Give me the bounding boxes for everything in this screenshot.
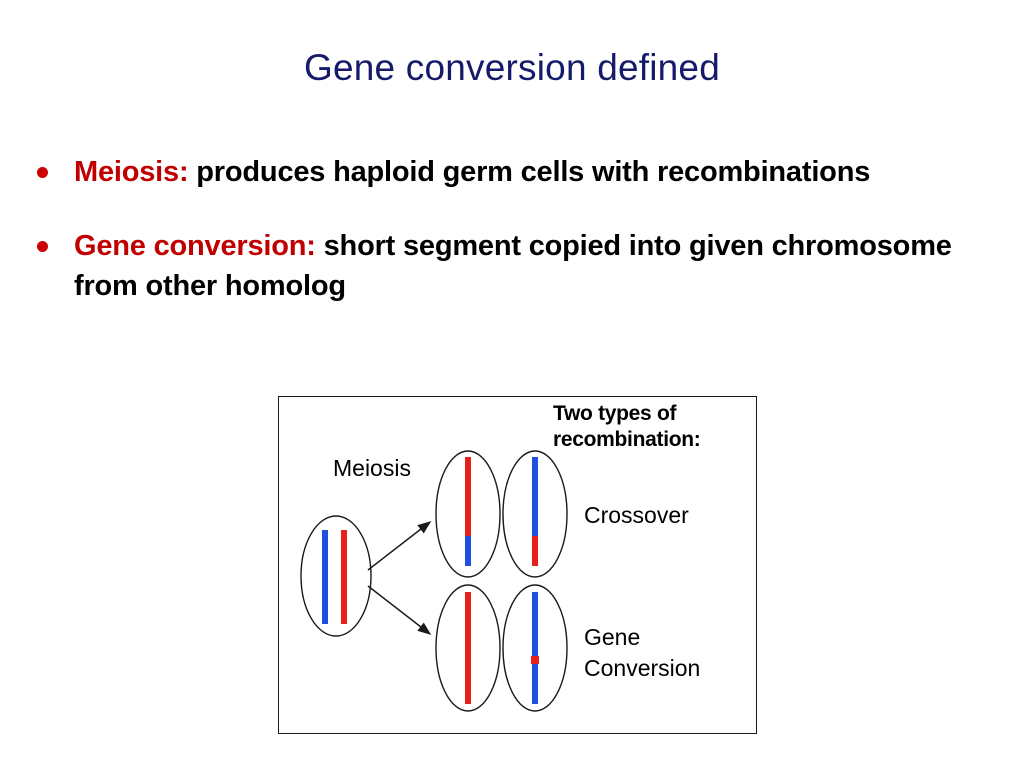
gene-conversion-cell-right <box>502 584 568 712</box>
bullet-item-meiosis: Meiosis: produces haploid germ cells wit… <box>28 152 978 192</box>
cell-outline <box>300 515 372 637</box>
arrow-to-gene-conversion <box>367 585 432 635</box>
round-bullet-icon <box>37 167 48 178</box>
chromosome-blue <box>322 530 328 624</box>
bullet-lead-meiosis: Meiosis: <box>74 156 189 188</box>
chromosome-segment-blue-lower <box>532 664 538 704</box>
chromosome-segment-blue <box>465 536 471 566</box>
diagram-label-crossover: Crossover <box>584 502 689 528</box>
chromosome-red <box>465 592 471 704</box>
converted-tract-red <box>531 656 539 664</box>
gene-conversion-cell-left <box>435 584 501 712</box>
parent-cell <box>300 515 372 637</box>
chromosome-red <box>341 530 347 624</box>
arrow-to-crossover <box>367 521 432 571</box>
chromosome-segment-blue-upper <box>532 592 538 656</box>
crossover-cell-left <box>435 450 501 578</box>
diagram-illustration <box>300 450 568 712</box>
bullet-item-gene-conversion: Gene conversion: short segment copied in… <box>28 226 978 306</box>
bullet-text-gene-conversion: short segment copied into given chromoso… <box>74 230 952 302</box>
page-title: Gene conversion defined <box>304 47 720 88</box>
diagram-label-meiosis: Meiosis <box>333 455 411 481</box>
diagram-label-two-types: Two types of recombination: <box>553 402 701 451</box>
round-bullet-icon <box>37 241 48 252</box>
chromosome-segment-red <box>465 457 471 536</box>
bullet-text-meiosis: produces haploid germ cells with recombi… <box>188 156 871 188</box>
chromosome-segment-blue <box>532 457 538 536</box>
chromosome-segment-red <box>532 536 538 566</box>
diagram-label-gene-conversion: Gene Conversion <box>584 624 701 681</box>
bullet-lead-gene-conversion: Gene conversion: <box>74 230 316 262</box>
bullet-list: Meiosis: produces haploid germ cells wit… <box>28 152 978 340</box>
crossover-cell-right <box>502 450 568 578</box>
